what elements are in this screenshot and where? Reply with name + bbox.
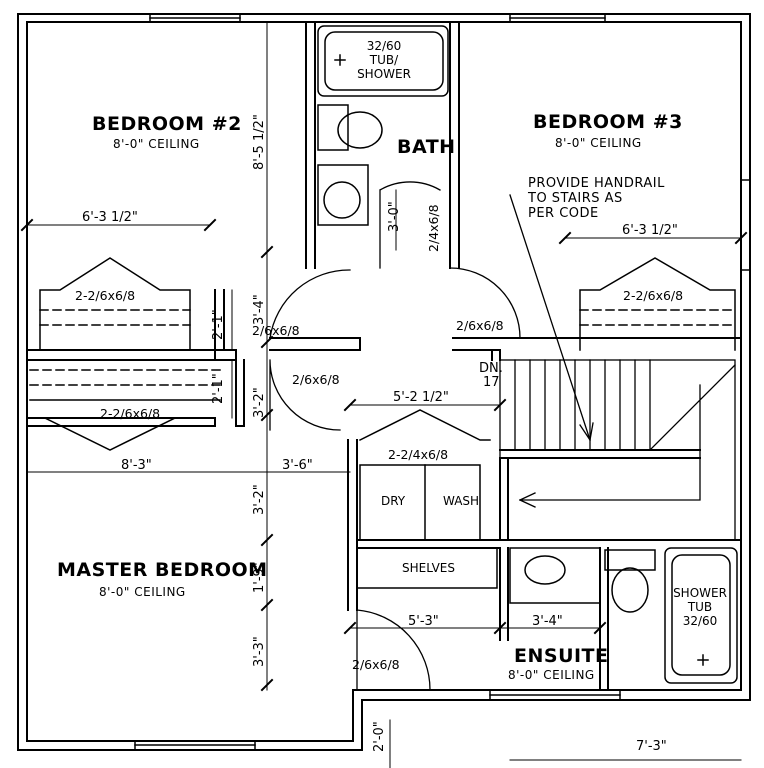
ensuite-ceiling: 8'-0" CEILING: [508, 668, 595, 682]
shower-line1: SHOWER: [673, 586, 727, 600]
dim-bedroom3-width: 6'-3 1/2": [622, 223, 678, 238]
dim-bottom: 2'-0": [372, 721, 387, 752]
dim-master-width: 8'-3": [121, 458, 152, 473]
door-label-closet-b2: 2-2/6x6/8: [75, 288, 136, 303]
dryer-label: DRY: [381, 494, 406, 508]
bedroom2-ceiling: 8'-0" CEILING: [113, 137, 200, 151]
dim-master-c: 3'-3": [252, 636, 267, 667]
dim-bedroom2-depth: 8'-5 1/2": [252, 114, 267, 170]
dim-bottom-right: 7'-3": [636, 739, 667, 754]
dim-hall-a: 3'-4": [252, 294, 267, 325]
exterior-walls: [17, 13, 751, 751]
dimension-lines: [20, 21, 748, 768]
door-label-bath: 2/4x6/8: [426, 204, 441, 252]
bedroom3-name: BEDROOM #3: [533, 111, 683, 133]
dim-closet-master: 2'-1": [211, 373, 226, 404]
closets: [29, 257, 736, 589]
dim-master-a: 3'-2": [252, 484, 267, 515]
tub-line2: SHOWER: [357, 66, 411, 81]
bedroom2-name: BEDROOM #2: [92, 113, 242, 135]
tub-line1: TUB/: [369, 52, 399, 67]
door-label-closet-b3: 2-2/6x6/8: [623, 288, 684, 303]
dim-bedroom2-width: 6'-3 1/2": [82, 210, 138, 225]
windows: [134, 13, 751, 751]
handrail-note: PROVIDE HANDRAIL TO STAIRS AS PER CODE: [528, 176, 665, 222]
stairs: [499, 194, 736, 541]
shower-line2: TUB: [687, 599, 713, 614]
dim-bath: 3'-0": [387, 201, 402, 232]
stairs-direction: DN.: [479, 361, 503, 376]
dim-laundry-width: 5'-2 1/2": [393, 390, 449, 405]
master-bedroom-ceiling: 8'-0" CEILING: [99, 585, 186, 599]
dim-ensuite-b: 3'-4": [532, 614, 563, 629]
tub-shower-label: 32/60 TUB/ SHOWER: [356, 39, 412, 81]
door-label-laundry: 2-2/4x6/8: [388, 447, 449, 462]
door-label-bedroom3: 2/6x6/8: [456, 318, 504, 333]
bath-name: BATH: [397, 136, 456, 158]
washer-label: WASH: [443, 494, 480, 508]
note-line3: PER CODE: [528, 205, 599, 221]
door-label-closet-master: 2-2/6x6/8: [100, 406, 161, 421]
bath-fixtures: [317, 25, 738, 684]
dim-hall-b: 3'-2": [252, 387, 267, 418]
dim-hall-width: 3'-6": [282, 458, 313, 473]
stairs-count: 17: [483, 375, 500, 391]
shower-tub-label: SHOWER TUB 32/60: [670, 586, 730, 628]
dim-ensuite-a: 5'-3": [408, 614, 439, 629]
door-label-bedroom2: 2/6x6/8: [252, 323, 300, 338]
master-bedroom-name: MASTER BEDROOM: [57, 559, 268, 581]
note-line1: PROVIDE HANDRAIL: [528, 176, 665, 191]
bedroom3-ceiling: 8'-0" CEILING: [555, 136, 642, 150]
tub-size: 32/60: [366, 39, 402, 53]
ensuite-name: ENSUITE: [514, 645, 609, 667]
dimension-ticks: [20, 218, 748, 692]
dim-master-b: 1'-9": [252, 562, 267, 593]
shelves-label: SHELVES: [402, 561, 455, 575]
stairs-label: DN. 17: [479, 361, 503, 391]
door-swings: [269, 181, 521, 691]
door-label-master: 2/6x6/8: [292, 372, 340, 387]
door-label-ensuite: 2/6x6/8: [352, 657, 400, 672]
note-line2: TO STAIRS AS: [528, 190, 623, 206]
shower-size: 32/60: [682, 613, 718, 628]
dim-closet-b2: 2'-1": [211, 309, 226, 340]
